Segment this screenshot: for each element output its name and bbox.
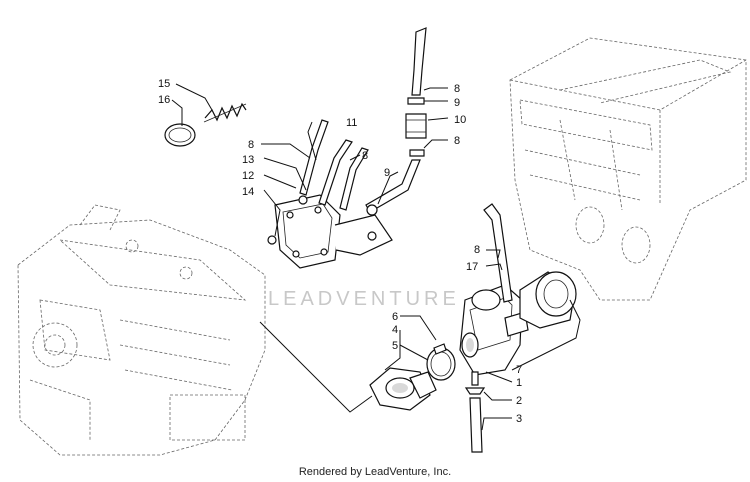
air-inlet-boot-part <box>519 271 577 329</box>
callout-13: 13 <box>242 154 254 166</box>
watermark-text: LEADVENTURE <box>268 288 460 310</box>
spring-part <box>203 102 247 123</box>
callout-14: 14 <box>242 186 254 198</box>
carb-hose-part <box>483 203 513 303</box>
carburetor-part <box>459 284 529 376</box>
callout-9: 9 <box>454 97 460 109</box>
callout-8-b: 8 <box>454 135 460 147</box>
clamp-ring-part <box>164 123 196 147</box>
drain-hose-part <box>464 371 486 453</box>
callout-labels: 15 16 8 9 10 8 11 8 13 12 14 8 9 8 17 6 … <box>158 78 522 425</box>
callout-leaders <box>171 83 581 431</box>
callout-8-e: 8 <box>474 244 480 256</box>
callout-3: 3 <box>516 413 522 425</box>
airbox-illustration <box>509 37 747 301</box>
callout-6: 6 <box>392 311 398 323</box>
callout-17: 17 <box>466 261 478 273</box>
callout-2: 2 <box>516 395 522 407</box>
hose-parts-pump <box>299 119 369 211</box>
callout-9-b: 9 <box>384 167 390 179</box>
fuel-pump-part <box>267 194 393 269</box>
callout-4: 4 <box>392 324 398 336</box>
callout-11: 11 <box>346 117 357 129</box>
hose-clamp-part <box>426 343 456 381</box>
callout-8-d: 8 <box>362 150 368 162</box>
callout-12: 12 <box>242 170 254 182</box>
intake-flange-part <box>369 367 437 411</box>
callout-15: 15 <box>158 78 170 90</box>
engine-intake-connector <box>259 321 373 413</box>
callout-7: 7 <box>516 364 522 376</box>
callout-5: 5 <box>392 340 398 352</box>
callout-8-c: 8 <box>248 139 254 151</box>
callout-1: 1 <box>516 377 522 389</box>
engine-illustration <box>17 204 266 456</box>
fuel-filter-line <box>365 27 427 216</box>
callout-10: 10 <box>454 114 466 126</box>
footer-credit: Rendered by LeadVenture, Inc. <box>298 466 452 478</box>
callout-8: 8 <box>454 83 460 95</box>
callout-16: 16 <box>158 94 170 106</box>
